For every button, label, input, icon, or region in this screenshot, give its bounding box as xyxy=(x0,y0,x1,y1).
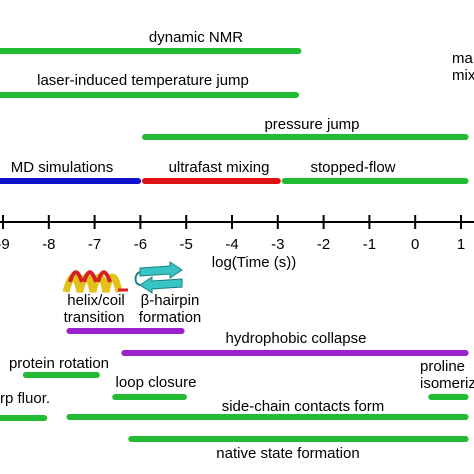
label-dynamic-nmr: dynamic NMR xyxy=(149,29,243,46)
label-ultrafast-mixing: ultrafast mixing xyxy=(169,159,270,176)
label-trp-fluor: rp fluor. xyxy=(0,390,50,407)
method-bars: dynamic NMR laser-induced temperature ju… xyxy=(0,29,474,184)
label-helix-coil-1: helix/coil xyxy=(67,292,125,309)
hairpin-illustration xyxy=(134,261,183,294)
label-beta-hairpin-2: formation xyxy=(139,309,202,326)
label-isomerization: isomeriz xyxy=(420,375,474,392)
axis-tick-label: -3 xyxy=(271,236,284,253)
label-manual-mixing-1: ma xyxy=(452,50,473,67)
label-stopped-flow: stopped-flow xyxy=(310,159,395,176)
axis-tick-label: 1 xyxy=(457,236,465,253)
label-native-state: native state formation xyxy=(216,445,359,462)
helix-illustration xyxy=(62,270,128,293)
label-beta-hairpin-1: β-hairpin xyxy=(141,292,200,309)
time-axis: -9 -8 -7 -6 -5 -4 -3 -2 -1 0 1 log(Time (s)) xyxy=(0,215,474,271)
label-loop-closure: loop closure xyxy=(116,374,197,391)
label-protein-rotation: protein rotation xyxy=(9,355,109,372)
axis-tick-label: -5 xyxy=(180,236,193,253)
axis-ticks: -9 -8 -7 -6 -5 -4 -3 -2 -1 0 1 xyxy=(0,215,465,253)
label-helix-coil-2: transition xyxy=(64,309,125,326)
label-manual-mixing-2: mix xyxy=(452,67,474,84)
label-md-simulations: MD simulations xyxy=(11,159,114,176)
axis-tick-label: 0 xyxy=(411,236,419,253)
label-side-chain-contacts: side-chain contacts form xyxy=(222,398,385,415)
label-hydrophobic-collapse: hydrophobic collapse xyxy=(226,330,367,347)
axis-tick-label: -6 xyxy=(134,236,147,253)
axis-tick-label: -7 xyxy=(88,236,101,253)
axis-tick-label: -2 xyxy=(317,236,330,253)
label-proline: proline xyxy=(420,358,465,375)
axis-tick-label: -9 xyxy=(0,236,10,253)
axis-tick-label: -1 xyxy=(363,236,376,253)
axis-label: log(Time (s)) xyxy=(212,254,296,271)
process-bars: helix/coil transition β-hairpin formatio… xyxy=(0,292,474,462)
axis-tick-label: -8 xyxy=(42,236,55,253)
axis-tick-label: -4 xyxy=(225,236,238,253)
label-pressure-jump: pressure jump xyxy=(264,116,359,133)
label-laser-t-jump: laser-induced temperature jump xyxy=(37,72,249,89)
